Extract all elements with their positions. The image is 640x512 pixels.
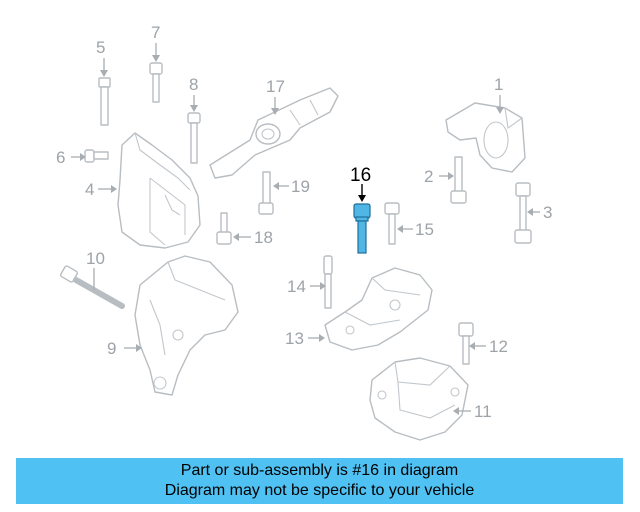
part-13-mount-plate: 13: [285, 267, 433, 351]
callout-11: 11: [474, 402, 492, 421]
caption-line-2: Diagram may not be specific to your vehi…: [164, 482, 475, 499]
callout-7: 7: [151, 23, 160, 42]
parts-diagram: 5 7 8 6 4: [56, 23, 552, 441]
callout-17: 17: [266, 77, 285, 96]
caption-line-1: Part or sub-assembly is #16 in diagram: [180, 462, 459, 479]
part-5-bolt: 5: [96, 38, 111, 126]
callout-4: 4: [85, 180, 94, 199]
part-10-bolt: 10: [59, 249, 125, 309]
callout-3: 3: [543, 203, 552, 222]
part-12-bolt: 12: [458, 322, 508, 365]
part-2-bolt: 2: [424, 156, 467, 204]
part-6-bolt: 6: [56, 148, 109, 167]
callout-14: 14: [287, 277, 306, 296]
callout-8: 8: [189, 75, 198, 94]
part-7-bolt: 7: [149, 23, 163, 103]
part-15-bolt: 15: [384, 202, 434, 245]
callout-5: 5: [96, 38, 105, 57]
part-8-bolt: 8: [187, 75, 201, 164]
part-1-mount-bracket: 1: [445, 75, 526, 173]
callout-13: 13: [285, 329, 304, 348]
part-9-bracket: 9: [107, 255, 239, 396]
callout-1: 1: [494, 75, 503, 94]
part-4-engine-mount: 4: [85, 132, 201, 249]
callout-16: 16: [350, 165, 371, 186]
callout-9: 9: [107, 339, 116, 358]
part-11-transmission-mount: 11: [369, 357, 492, 441]
part-18-bolt: 18: [216, 212, 273, 247]
callout-15: 15: [415, 220, 434, 239]
part-16-bolt-highlighted: 16: [350, 165, 371, 254]
callout-12: 12: [489, 337, 508, 356]
caption-banner: Part or sub-assembly is #16 in diagram D…: [16, 458, 623, 504]
callout-10: 10: [86, 249, 105, 268]
callout-19: 19: [291, 177, 310, 196]
callout-2: 2: [424, 167, 433, 186]
part-3-bolt: 3: [514, 182, 552, 244]
part-17-torque-rod: 17: [209, 77, 339, 179]
callout-6: 6: [56, 148, 65, 167]
part-14-stud: 14: [287, 255, 333, 309]
callout-18: 18: [254, 228, 273, 247]
part-19-bolt: 19: [258, 171, 310, 215]
